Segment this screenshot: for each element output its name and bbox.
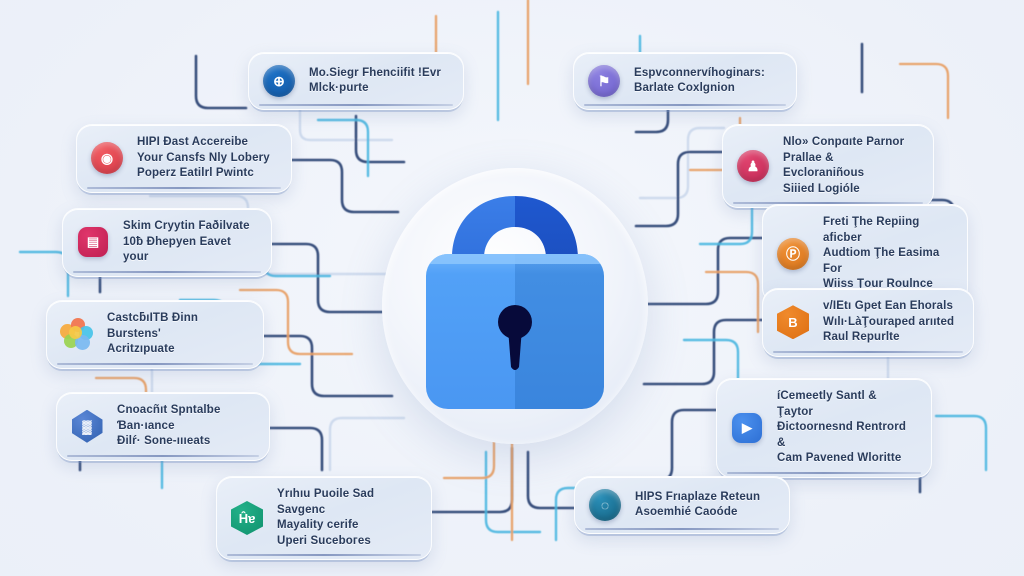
user-group-icon: ♟	[735, 148, 771, 184]
compass-anchor-icon: ⊕	[261, 63, 297, 99]
info-card-0[interactable]: ⊕ Mo.Siegr Fhenciifit !Evr Mlck·purte	[248, 52, 464, 110]
info-card-1[interactable]: ⚑ Espvconnervíhoginars: Barlate Coxlgnion	[573, 52, 797, 110]
globe-network-icon: ◌	[587, 487, 623, 523]
info-card-text: Nlo» Conpɑıte Parnor Prallae & Evclorani…	[783, 136, 905, 195]
color-cluster-icon	[59, 316, 95, 352]
info-card-text: Yrıhıu Puоilе Sad Savgenc Mayality cerif…	[277, 488, 375, 547]
info-card-5[interactable]: Ⓟ Freti Ţhe Repiing aficber Audtiom Ţhe E…	[762, 204, 968, 304]
info-card-8[interactable]: ▓ Cnoaсñıt Spntalƅe Ɓan·ıance Đilŕ· Sonе-…	[56, 392, 270, 461]
info-card-10[interactable]: Ĥɐ Yrıhıu Puоilе Sad Savgenc Mayality cer…	[216, 476, 432, 560]
package-box-icon: Ĥɐ	[229, 500, 265, 536]
chat-bubble-icon: ▶	[729, 410, 765, 446]
info-card-9[interactable]: ▶ íCemeetly Santl & Ţaytоr Đictoornеsnd R…	[716, 378, 932, 478]
info-card-text: Espvconnervíhoginars: Barlate Coxlgnion	[634, 66, 765, 95]
info-card-text: ᴠ/IEtı Gpet Ean Ehorals Wılı·LàŢouraped …	[823, 300, 955, 343]
alert-record-icon: ◉	[89, 140, 125, 176]
info-card-text: Skim Cryytin Faðilvate 10ƀ Đhepyen Eavet…	[123, 220, 250, 263]
info-card-3[interactable]: ♟ Nlo» Conpɑıte Parnor Prallae & Evcloran…	[722, 124, 934, 208]
info-card-text: Mo.Siegr Fhenciifit !Evr Mlck·purte	[309, 66, 442, 95]
padlock-icon	[412, 190, 618, 425]
shield-badge-icon: B	[775, 304, 811, 340]
info-card-text: íCemeetly Santl & Ţaytоr Đictoornеsnd Re…	[777, 390, 907, 464]
database-tower-icon: ▓	[69, 408, 105, 444]
tag-label-icon: ▤	[75, 224, 111, 260]
pin-marker-icon: Ⓟ	[775, 236, 811, 272]
info-card-text: Freti Ţhe Repiing aficber Audtiom Ţhe Ea…	[823, 216, 940, 290]
info-card-text: CastcƃıITB Đinn Burstensʹ Acritzıpuate	[107, 312, 199, 355]
info-card-text: HIPI Đast Accereibe Your Cansfs Nly Lobe…	[137, 136, 270, 179]
info-card-11[interactable]: ◌ HlPS Frıaplaze Reteun Asоemhié Caoódе	[574, 476, 790, 534]
info-card-2[interactable]: ◉ HIPI Đast Accereibe Your Cansfs Nly Lob…	[76, 124, 292, 193]
info-card-text: HlPS Frıaplaze Reteun Asоemhié Caoódе	[635, 490, 761, 519]
info-card-4[interactable]: ▤ Skim Cryytin Faðilvate 10ƀ Đhepyen Eave…	[62, 208, 272, 277]
info-card-text: Cnoaсñıt Spntalƅe Ɓan·ıance Đilŕ· Sonе-ı…	[117, 404, 221, 447]
info-card-6[interactable]: CastcƃıITB Đinn Burstensʹ Acritzıpuate	[46, 300, 264, 369]
flag-badge-icon: ⚑	[586, 63, 622, 99]
